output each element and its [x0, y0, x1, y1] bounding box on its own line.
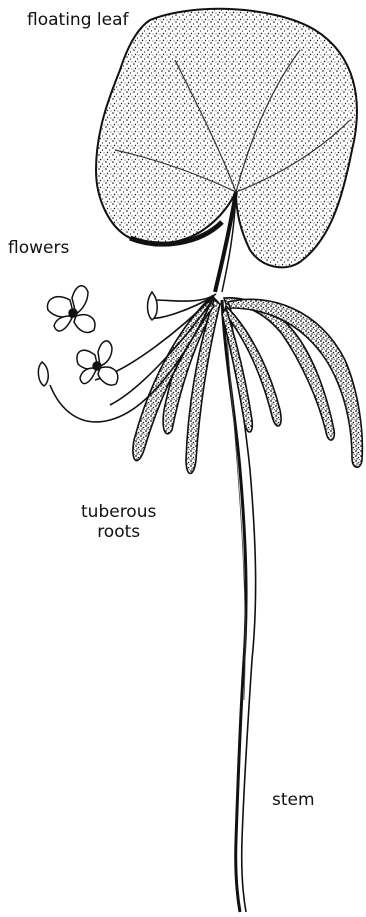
label-stem: stem: [272, 790, 315, 810]
label-tuberous-roots-line2: roots: [81, 522, 156, 542]
label-flowers: flowers: [8, 238, 69, 258]
label-tuberous-roots-line1: tuberous: [81, 502, 156, 522]
label-tuberous-roots: tuberous roots: [81, 502, 156, 542]
label-floating-leaf: floating leaf: [27, 10, 128, 30]
flowers-shape: [38, 286, 157, 386]
floating-leaf-shape: [96, 9, 357, 268]
